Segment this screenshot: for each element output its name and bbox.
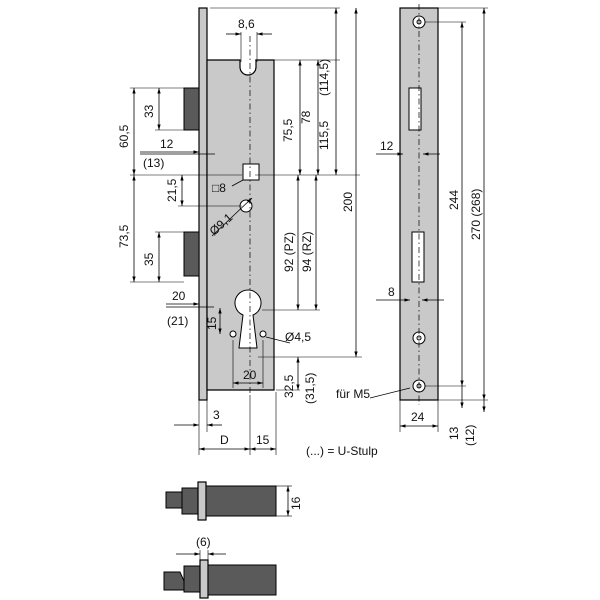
screw-hole-4-5-right: [259, 330, 267, 338]
dim-35: 35: [142, 252, 156, 266]
latch-bolt-view-top: 16: [165, 481, 303, 521]
dim-31-5: (31,5): [303, 373, 317, 404]
side-dim-24: 24: [411, 410, 425, 424]
dim-33: 33: [142, 104, 156, 118]
dim-114-5: (114,5): [317, 59, 331, 96]
dim-slot-width: 8,6: [238, 17, 255, 31]
faceplate-strip: [198, 7, 208, 401]
side-screw-label: für M5: [336, 387, 370, 401]
latch-opening: [408, 87, 422, 131]
dim-dia-4-5: Ø4,5: [285, 330, 311, 344]
dim-92-pz: 92 (PZ): [282, 232, 296, 272]
dim-D: D: [220, 433, 229, 447]
dim-73-5: 73,5: [117, 224, 131, 248]
screw-hole-4-5-left: [229, 330, 237, 338]
dim-13: (13): [143, 156, 164, 170]
latch-bolt: [183, 87, 200, 131]
side-dim-12-ustulp: (12): [463, 425, 477, 446]
dim-15-bottom: 15: [256, 433, 270, 447]
dim-3: 3: [213, 408, 220, 422]
spindle-square-hole: [242, 163, 260, 181]
dim-32-5: 32,5: [282, 374, 296, 398]
dim-21-5: 21,5: [165, 178, 179, 202]
dim-94-rz: 94 (RZ): [300, 231, 314, 272]
dim-115-5: 115,5: [317, 121, 331, 150]
side-view: 12 8 244 270 (268) für M5 24 13 (12): [336, 4, 488, 446]
side-dim-244: 244: [447, 190, 461, 210]
legend-u-stulp: (...) = U-Stulp: [306, 444, 378, 458]
side-dim-13: 13: [447, 426, 461, 440]
dim-15-vertical: 15: [205, 316, 219, 330]
side-dim-8: 8: [388, 285, 395, 299]
dim-60-5: 60,5: [117, 124, 131, 148]
dim-75-5: 75,5: [281, 118, 295, 142]
dim-21: (21): [167, 314, 188, 328]
dim-12: 12: [160, 137, 174, 151]
bolt-dim-6: (6): [196, 535, 211, 549]
deadbolt-opening: [411, 231, 425, 283]
bolt-dim-16: 16: [289, 496, 303, 510]
dim-200: 200: [341, 192, 355, 212]
latch-bolt-view-bottom: (6): [163, 535, 277, 599]
dim-78: 78: [299, 110, 313, 124]
dim-20-bottom: 20: [243, 368, 257, 382]
dim-20-left: 20: [172, 289, 186, 303]
side-dim-270: 270 (268): [469, 189, 483, 240]
profile-cylinder-cutout: [234, 289, 262, 349]
front-view: 8,6 75,5 78 115,5 (114,5) 200 92 (PZ) 94…: [117, 7, 362, 455]
dead-bolt: [183, 231, 200, 277]
side-dim-12: 12: [380, 139, 394, 153]
dim-square-8: □8: [212, 181, 226, 195]
